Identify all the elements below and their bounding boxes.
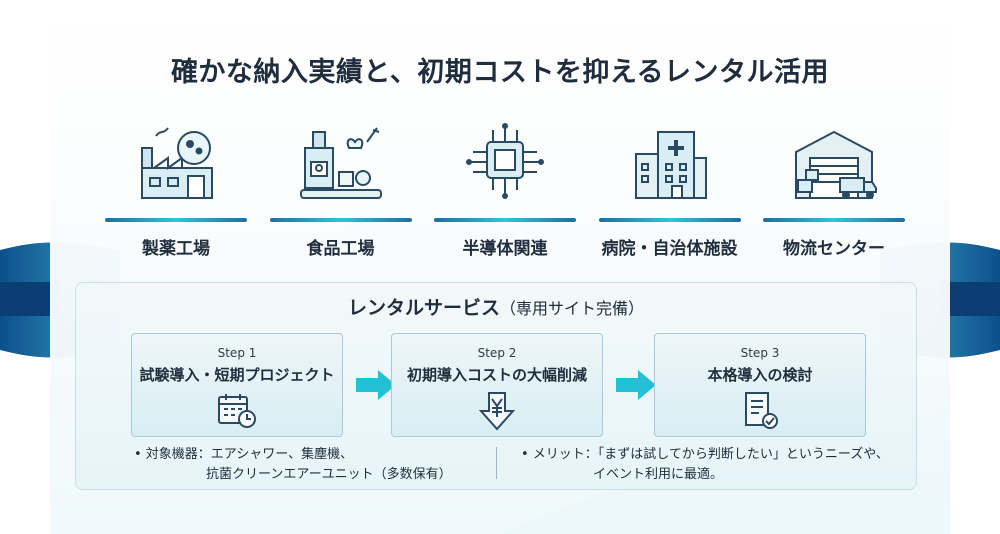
industry-item: 物流センター	[763, 118, 905, 263]
industry-label: 製薬工場	[142, 239, 210, 259]
industry-underline	[598, 218, 741, 222]
step-name: 試験導入・短期プロジェクト	[139, 366, 335, 384]
hospital-building-icon	[634, 131, 707, 199]
page-title: 確かな納入実績と、初期コストを抑えるレンタル活用	[170, 57, 830, 88]
industry-item: 食品工場	[269, 118, 412, 263]
yen-down-arrow-icon	[478, 392, 516, 431]
pharma-factory-icon	[141, 127, 213, 199]
industry-label: 病院・自治体施設	[601, 239, 738, 259]
semiconductor-chip-icon	[466, 123, 544, 199]
note-line: • 対象機器：エアシャワー、集塵機、	[134, 447, 354, 462]
step-name: 初期導入コストの大幅削減	[406, 366, 587, 384]
arrow-right-icon	[616, 370, 656, 400]
arrow-right-icon	[356, 370, 396, 400]
industry-underline	[434, 218, 576, 222]
calendar-clock-icon	[218, 394, 256, 428]
step-1-box: Step 1 試験導入・短期プロジェクト	[131, 333, 343, 437]
note-line: 抗菌クリーンエアーユニット（多数保有）	[206, 467, 452, 482]
food-factory-icon	[299, 127, 382, 199]
industry-underline	[105, 218, 247, 222]
industry-label: 食品工場	[306, 239, 375, 259]
document-check-icon	[745, 392, 778, 429]
industry-underline	[269, 218, 412, 222]
step-name: 本格導入の検討	[707, 366, 813, 384]
note-divider	[496, 447, 497, 479]
service-title: レンタルサービス（専用サイト完備）	[76, 293, 916, 320]
slide: 確かな納入実績と、初期コストを抑えるレンタル活用 製薬工場	[50, 0, 950, 534]
step-3-box: Step 3 本格導入の検討	[654, 333, 866, 437]
rental-service-panel: レンタルサービス（専用サイト完備） Step 1 試験導入・短期プロジェクト S…	[75, 282, 917, 490]
industry-item: 病院・自治体施設	[598, 118, 741, 263]
logistics-warehouse-icon	[795, 130, 877, 199]
industry-item: 製薬工場	[105, 118, 247, 263]
merit-note: • メリット：「まずは試してから判断したい」というニーズや、 イベント利用に最適…	[521, 445, 889, 485]
industry-underline	[763, 218, 905, 222]
step-number: Step 1	[217, 346, 257, 360]
note-line: • メリット：「まずは試してから判断したい」というニーズや、	[521, 447, 889, 462]
target-equipment-note: • 対象機器：エアシャワー、集塵機、 抗菌クリーンエアーユニット（多数保有）	[134, 445, 452, 485]
industry-label: 物流センター	[783, 239, 885, 259]
step-number: Step 2	[477, 346, 517, 360]
note-line: イベント利用に最適。	[593, 467, 724, 482]
industry-label: 半導体関連	[462, 239, 548, 259]
service-title-main: レンタルサービス	[347, 297, 500, 319]
step-2-box: Step 2 初期導入コストの大幅削減	[391, 333, 603, 437]
service-title-sub: （専用サイト完備）	[500, 299, 645, 318]
industry-list: 製薬工場 食品工場	[105, 118, 905, 263]
step-number: Step 3	[740, 346, 780, 360]
industry-item: 半導体関連	[434, 118, 576, 263]
